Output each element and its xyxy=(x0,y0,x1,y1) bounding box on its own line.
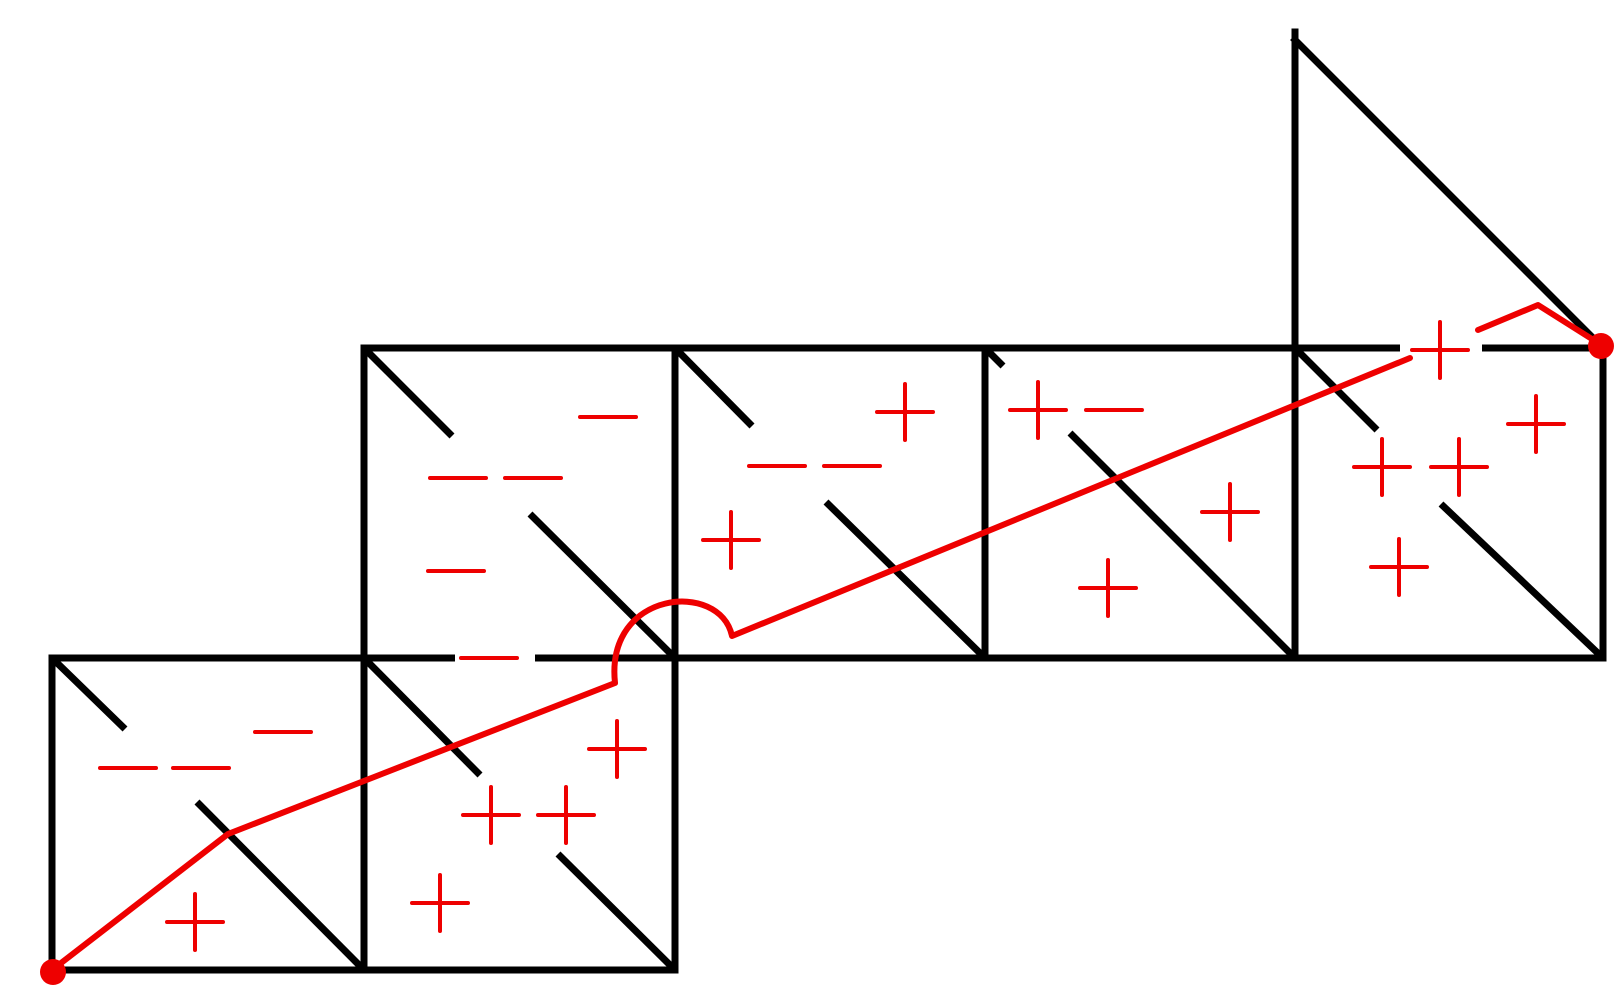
diagonal-segment xyxy=(555,851,678,973)
diagonal-segment xyxy=(361,655,483,778)
start-point xyxy=(40,959,66,985)
plus-sign xyxy=(1078,558,1138,618)
plus-sign xyxy=(1410,320,1470,380)
sign-marks xyxy=(98,320,1566,952)
diagonal-segment xyxy=(361,345,455,439)
diagonal-segment xyxy=(527,511,678,661)
diagonal-segment xyxy=(1438,501,1606,661)
diagonal-segment xyxy=(672,345,755,429)
plus-sign xyxy=(1352,437,1412,497)
plus-sign xyxy=(1008,380,1068,440)
plus-sign xyxy=(1200,482,1260,542)
route-path xyxy=(49,302,1606,973)
plus-sign xyxy=(165,892,225,952)
diagonal-segment xyxy=(982,345,1006,369)
grid-line xyxy=(1290,35,1608,353)
diagonal-segment xyxy=(823,499,988,661)
diagonal-segment xyxy=(49,655,128,732)
plus-sign xyxy=(701,510,761,570)
plus-sign xyxy=(1506,394,1566,454)
plus-sign xyxy=(587,719,647,779)
grid-lines xyxy=(48,28,1608,974)
diagonal-segment xyxy=(1067,430,1298,661)
plus-sign xyxy=(536,785,596,845)
plus-sign xyxy=(1369,537,1429,597)
plus-sign xyxy=(1429,437,1489,497)
plus-sign xyxy=(875,382,935,442)
diagonal-segment xyxy=(194,799,367,973)
plus-sign xyxy=(461,785,521,845)
plus-sign xyxy=(410,873,470,933)
end-point xyxy=(1588,333,1614,359)
